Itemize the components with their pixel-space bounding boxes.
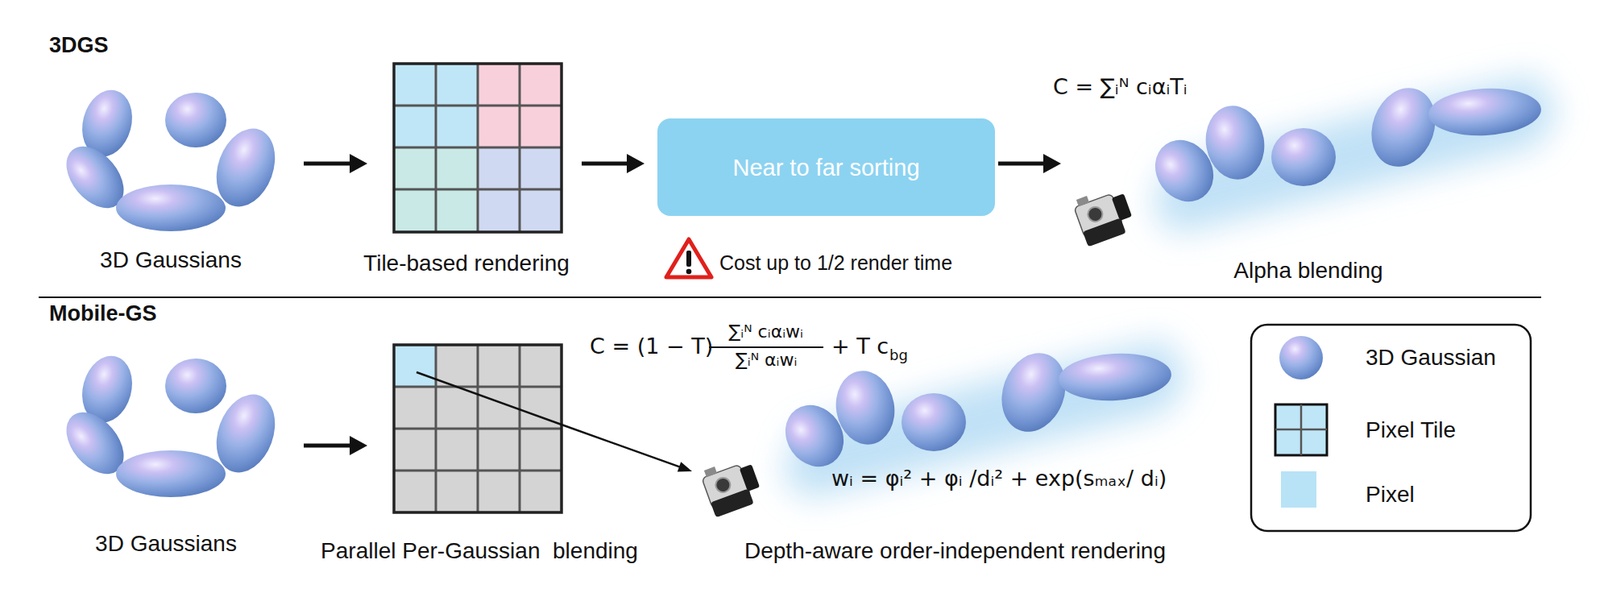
arrow-shaft xyxy=(561,424,682,468)
legend-gaussian-sample xyxy=(1279,335,1323,380)
formula-denominator: ∑ᵢᴺ αᵢwᵢ xyxy=(735,349,797,371)
gaussian-row-art xyxy=(773,339,1190,499)
node-caption: Tile-based rendering xyxy=(363,249,570,278)
arrow-head xyxy=(626,153,645,174)
node-caption: Parallel Per-Gaussian blending xyxy=(320,537,639,565)
legend-text: Pixel xyxy=(1365,480,1415,509)
flow-arrow xyxy=(561,424,693,472)
formula-numerator: ∑ᵢᴺ cᵢαᵢwᵢ xyxy=(729,321,805,343)
arrow-head xyxy=(349,153,368,174)
section-title: Mobile-GS xyxy=(49,300,158,327)
node-caption: Alpha blending xyxy=(1233,256,1383,285)
gaussian-cluster-art xyxy=(54,350,286,498)
tile-grid: Tile-based rendering xyxy=(393,63,562,233)
gaussian-cluster-art xyxy=(54,84,286,232)
flow-arrow xyxy=(303,435,368,456)
warning-icon xyxy=(666,239,712,278)
pixel-ray xyxy=(416,372,562,425)
formula: C = (1 − T) xyxy=(589,333,713,360)
arrow-head xyxy=(349,435,368,456)
warning-note: Cost up to 1/2 render time xyxy=(719,250,953,275)
pixel-grid: Parallel Per-Gaussian blending xyxy=(393,344,562,513)
legend-text: 3D Gaussian xyxy=(1365,344,1497,372)
section-title: 3DGS xyxy=(49,32,109,59)
arrow-head xyxy=(1043,153,1062,174)
process-box: Near to far sorting xyxy=(657,118,995,216)
camera-icon xyxy=(699,454,765,518)
gaussian-row-art xyxy=(1143,74,1559,234)
arrow-shaft xyxy=(581,161,631,166)
gaussian-cluster: 3D Gaussians xyxy=(66,356,276,495)
box-text: Near to far sorting xyxy=(732,153,920,182)
legend-swatch xyxy=(1280,471,1317,508)
render-scene: Alpha blending xyxy=(1061,81,1542,235)
formula: C = ∑ᵢᴺ cᵢαᵢTᵢ xyxy=(1052,74,1188,100)
formula-subscript: bg xyxy=(889,346,908,365)
node-caption: Depth-aware order-independent rendering xyxy=(744,537,1166,565)
flow-arrow xyxy=(998,153,1062,174)
arrow-shaft xyxy=(303,161,353,166)
flow-arrow xyxy=(303,153,368,174)
flow-arrow xyxy=(581,153,645,174)
formula: wᵢ = φᵢ² + φᵢ /dᵢ² + exp(sₘₐₓ/ dᵢ) xyxy=(831,465,1167,492)
node-caption: 3D Gaussians xyxy=(95,530,237,558)
fraction-bar xyxy=(708,346,824,349)
section-divider xyxy=(38,296,1542,299)
node-caption: 3D Gaussians xyxy=(99,246,242,274)
camera-icon xyxy=(1071,183,1137,247)
formula: + T c xyxy=(831,333,889,360)
tile-grid-art xyxy=(393,63,562,233)
gaussian-cluster: 3D Gaussians xyxy=(66,91,276,230)
legend-frame xyxy=(1251,324,1531,531)
arrow-shaft xyxy=(998,161,1047,166)
arrow-shaft xyxy=(303,443,353,448)
arrow-head xyxy=(677,461,693,472)
pixel-grid-art xyxy=(393,344,562,513)
legend-tile-sample xyxy=(1275,404,1327,456)
legend-text: Pixel Tile xyxy=(1365,416,1456,444)
